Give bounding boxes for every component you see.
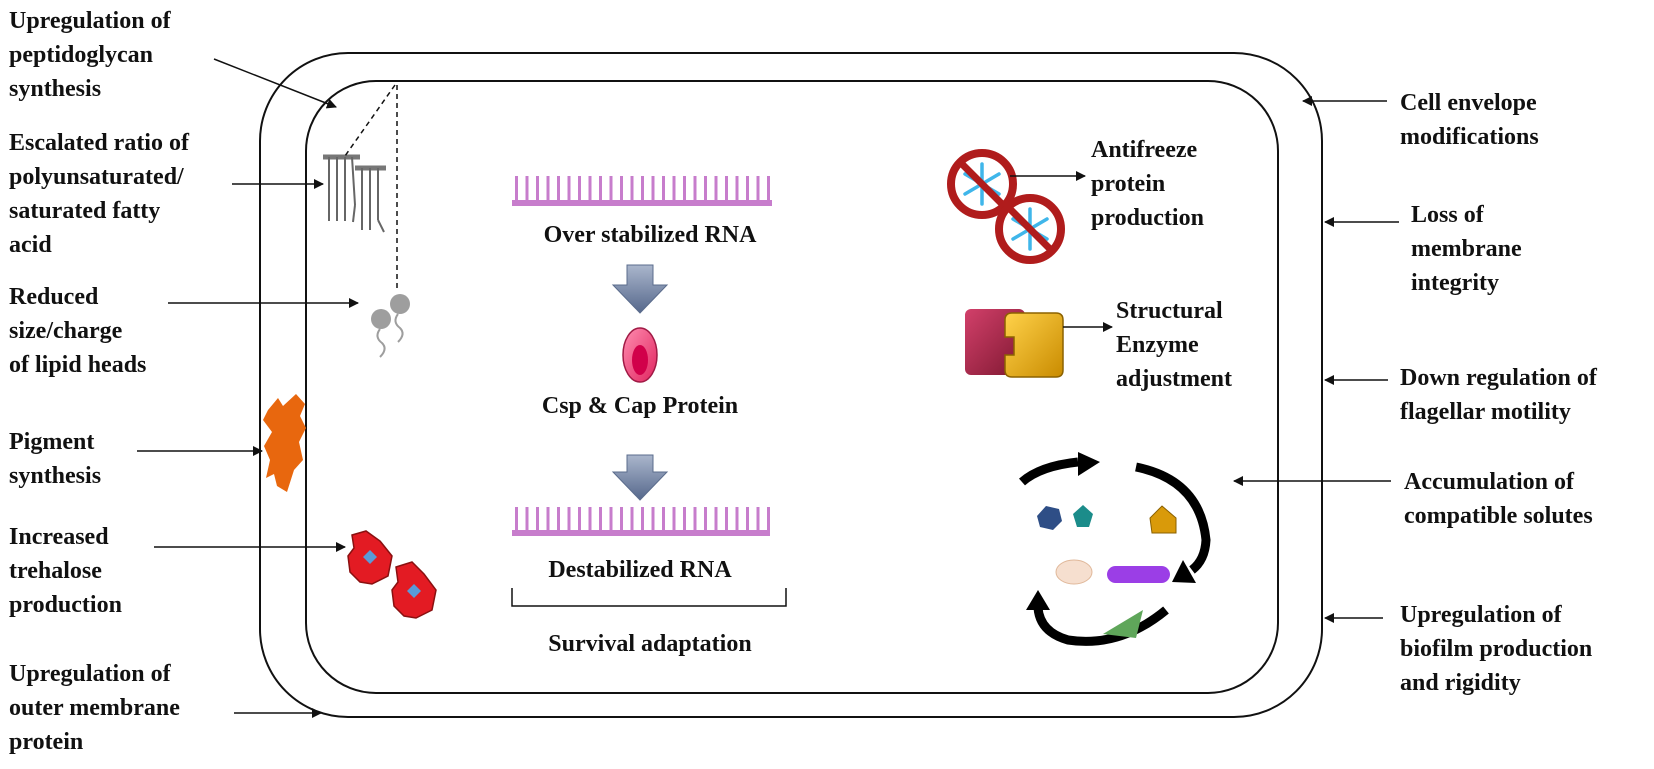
rna-base (588, 176, 592, 201)
rna-base (662, 176, 665, 201)
label-rna-stable: Over stabilized RNA (543, 222, 757, 248)
rna-backbone (512, 200, 772, 206)
rna-base (515, 176, 518, 201)
label-survival: Survival adaptation (548, 631, 752, 657)
rna-base (536, 176, 539, 201)
rna-base (767, 507, 770, 531)
rna-base (704, 507, 707, 531)
rna-base (641, 507, 644, 531)
csp-protein-icon (622, 327, 658, 383)
rna-base (578, 176, 581, 201)
down-arrow-icon (611, 264, 669, 314)
rna-base (746, 507, 749, 531)
rna-base (662, 507, 665, 531)
rna-base (746, 176, 749, 201)
rna-base (683, 507, 686, 531)
zoom-guide-line (344, 84, 396, 157)
rna-base (599, 507, 602, 531)
survival-bracket (511, 588, 787, 607)
rna-base (693, 507, 697, 531)
trehalose-icon (347, 530, 437, 619)
rna-base (609, 507, 613, 531)
arrow-peptidoglycan (213, 58, 337, 109)
label-csp-protein: Csp & Cap Protein (541, 393, 739, 419)
rna-base (756, 176, 760, 201)
rna-base (588, 507, 592, 531)
rna-stable-icon (512, 176, 772, 206)
rna-base (725, 176, 728, 201)
lipid-heads-icon (371, 294, 410, 358)
label-rna-destable: Destabilized RNA (548, 557, 732, 583)
rna-base (620, 176, 623, 201)
rna-base (725, 507, 728, 531)
enzyme-icon (965, 309, 1064, 378)
outer-cell-wall (259, 52, 1323, 718)
rna-base (714, 507, 718, 531)
solutes-cycle-icon (1019, 452, 1211, 646)
rna-base (651, 507, 655, 531)
rna-base (672, 176, 676, 201)
rna-base (567, 176, 571, 201)
rna-base (756, 507, 760, 531)
rna-base (767, 176, 770, 201)
fatty-acid-icon (323, 154, 386, 233)
rna-base (630, 176, 634, 201)
rna-base (609, 176, 613, 201)
rna-base (525, 176, 529, 201)
rna-base (672, 507, 676, 531)
rna-base (735, 507, 739, 531)
rna-base (704, 176, 707, 201)
down-arrow-icon (611, 454, 669, 501)
rna-base (630, 507, 634, 531)
rna-base (525, 507, 529, 531)
rna-base (620, 507, 623, 531)
rna-destable-icon (512, 507, 770, 536)
rna-base (546, 176, 550, 201)
rna-base (641, 176, 644, 201)
rna-base (567, 507, 571, 531)
rna-base (651, 176, 655, 201)
rna-base (599, 176, 602, 201)
rna-backbone (512, 530, 770, 536)
pigment-icon (263, 394, 306, 492)
rna-base (735, 176, 739, 201)
rna-base (683, 176, 686, 201)
antifreeze-icon (947, 149, 1065, 264)
rna-base (546, 507, 550, 531)
rna-base (557, 176, 560, 201)
rna-base (557, 507, 560, 531)
rna-base (714, 176, 718, 201)
rna-base (536, 507, 539, 531)
rna-base (693, 176, 697, 201)
rna-base (578, 507, 581, 531)
inner-cell-membrane (305, 80, 1279, 694)
rna-base (515, 507, 518, 531)
